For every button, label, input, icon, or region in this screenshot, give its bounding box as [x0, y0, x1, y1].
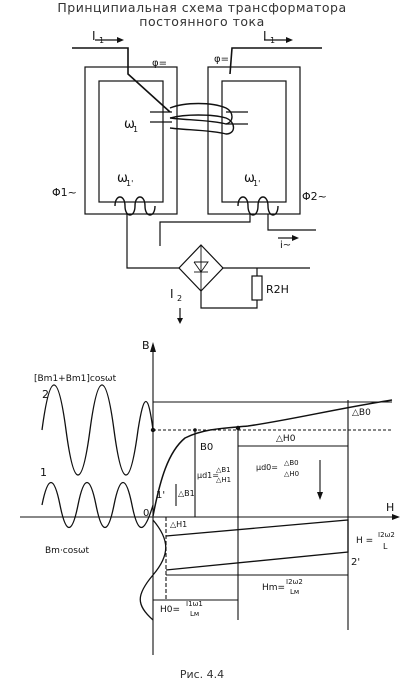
point-2 — [150, 427, 156, 433]
h-axis-arrowhead — [392, 514, 400, 520]
sinusoid-h-lower — [139, 519, 167, 621]
label-h0: H0= — [160, 605, 180, 615]
label-frac-dh0: △H0 — [284, 470, 299, 478]
label-curve-1b: 1' — [156, 490, 165, 501]
label-w2-right: ω — [244, 171, 255, 186]
primary-wire-left — [72, 47, 171, 113]
label-r2h: R2H — [266, 283, 289, 296]
left-core-outer — [84, 66, 178, 215]
label-mu-d1: μd1= — [197, 471, 219, 480]
label-hm: Hm= — [262, 583, 285, 593]
label-i2: I — [170, 287, 174, 301]
load-resistor — [251, 275, 263, 301]
diode-symbol — [193, 261, 209, 273]
label-w2-left-sub: 1' — [126, 179, 133, 188]
label-phi1: Φ1~ — [52, 186, 77, 199]
label-w2-right-sub: 1' — [253, 179, 260, 188]
label-delta-h1: △H1 — [170, 520, 187, 529]
wire-right-out — [267, 214, 316, 231]
label-hm-den: Lм — [290, 588, 299, 596]
arrowhead-i1-right — [286, 37, 293, 43]
label-frac-dh1: △H1 — [216, 476, 231, 484]
label-delta-b1: △B1 — [178, 489, 195, 498]
magnetization-curve — [152, 399, 393, 517]
right-core-inner — [221, 80, 287, 203]
point-b1 — [193, 428, 197, 432]
label-axis-h: H — [386, 501, 394, 514]
label-b0: B0 — [200, 442, 213, 453]
wire-cross — [159, 214, 251, 246]
label-frac-db1: △B1 — [216, 466, 231, 474]
wire-left-bridge — [126, 214, 180, 269]
h-waveform-2 — [165, 519, 349, 571]
right-core-outer — [207, 66, 301, 215]
sinusoid-1 — [41, 482, 154, 528]
label-delta-h-top: △H0 — [276, 434, 296, 444]
arrowhead-i1-left — [117, 37, 124, 43]
label-i1-right: I — [263, 29, 267, 43]
left-core-inner — [98, 80, 164, 203]
label-cos-wave: Bm·cosωt — [45, 546, 89, 556]
mu-arrowhead — [317, 492, 323, 500]
label-curve-2b: 2' — [351, 557, 360, 568]
label-lm: L — [383, 542, 388, 551]
left-secondary-winding — [114, 196, 156, 216]
label-sum-wave: [Bm1+Bm1]cosωt — [34, 374, 117, 384]
figure-title-line2: постоянного тока — [139, 14, 265, 29]
label-w2-left: ω — [117, 171, 128, 186]
label-origin: 0 — [143, 508, 149, 519]
label-curve-1: 1 — [40, 466, 47, 479]
label-curve-2: 2 — [42, 388, 49, 401]
label-h0-num: I1ω1 — [186, 600, 203, 608]
label-w1: ω — [124, 117, 135, 132]
label-w1-sub: 1 — [133, 125, 138, 134]
label-phi-eq-right: φ= — [214, 54, 229, 65]
label-hm-num: I2ω2 — [286, 578, 303, 586]
b-axis-arrowhead — [150, 342, 156, 352]
figure-caption: Рис. 4.4 — [179, 668, 225, 681]
label-i2w2: I2ω2 — [378, 531, 395, 539]
label-mu-d0: μd0= — [256, 463, 278, 472]
point-b0 — [235, 425, 241, 431]
label-i1-right-sub: 1 — [270, 36, 275, 45]
arrowhead-i-small — [292, 235, 299, 241]
label-i2-sub: 2 — [177, 294, 182, 303]
label-h-eq-right: H = — [356, 536, 373, 546]
label-axis-b: B — [142, 339, 150, 352]
primary-winding — [169, 102, 235, 135]
label-delta-b0: △B0 — [352, 408, 371, 418]
right-secondary-winding — [237, 196, 279, 216]
primary-wire-right — [229, 47, 322, 75]
label-i-small: i~ — [280, 240, 291, 251]
label-phi-eq-left: φ= — [152, 58, 167, 69]
resistor-lead-bottom — [200, 291, 258, 309]
figure-title-line1: Принципиальная схема трансформатора — [57, 0, 347, 15]
arrowhead-i2 — [177, 318, 183, 324]
sinusoid-2 — [41, 384, 154, 476]
label-i1-left: I — [92, 29, 96, 43]
label-frac-db0: △B0 — [284, 459, 299, 467]
label-i1-left-sub: 1 — [99, 36, 104, 45]
label-h0-den: Lм — [190, 610, 199, 618]
label-phi2: Φ2~ — [302, 190, 327, 203]
